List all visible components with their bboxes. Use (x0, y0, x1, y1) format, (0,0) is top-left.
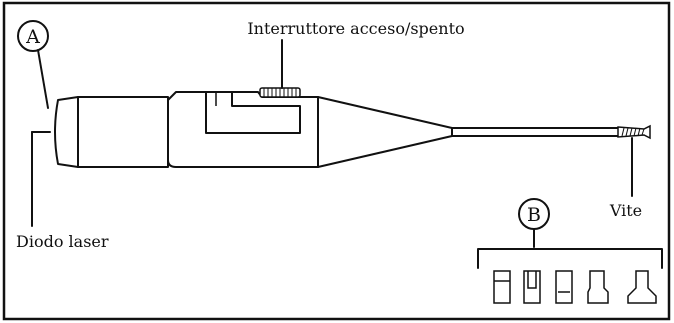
laser-head-cap (54, 96, 79, 168)
callout-a: A (17, 20, 49, 109)
screw-callout: Vite (609, 137, 642, 220)
switch-callout: Interruttore acceso/spento (247, 19, 465, 89)
adapter-piece-1 (493, 270, 511, 304)
bore-sighter-device (54, 87, 651, 168)
adapter-piece-3 (555, 270, 573, 304)
adapter-piece-4 (587, 270, 609, 304)
laser-diode-label: Diodo laser (16, 232, 109, 251)
screw-tip (617, 124, 651, 140)
adapter-piece-5 (627, 270, 657, 304)
callout-a-leader (37, 49, 49, 109)
rod (451, 127, 623, 137)
on-off-switch (259, 87, 301, 98)
adapter-set (493, 270, 657, 304)
switch-label: Interruttore acceso/spento (247, 19, 464, 38)
adapter-bracket (477, 248, 663, 269)
barrel (77, 96, 169, 168)
adapter-piece-2 (523, 270, 541, 304)
callout-a-letter: A (25, 26, 40, 48)
screw-label: Vite (609, 201, 642, 220)
laser-diode-callout: Diodo laser (16, 131, 109, 251)
switch-window (205, 91, 301, 134)
callout-b-letter: B (527, 204, 541, 226)
main-body (167, 91, 319, 168)
tapered-cone (317, 96, 453, 168)
callout-a-circle (17, 20, 49, 52)
callout-b: B (477, 198, 663, 269)
